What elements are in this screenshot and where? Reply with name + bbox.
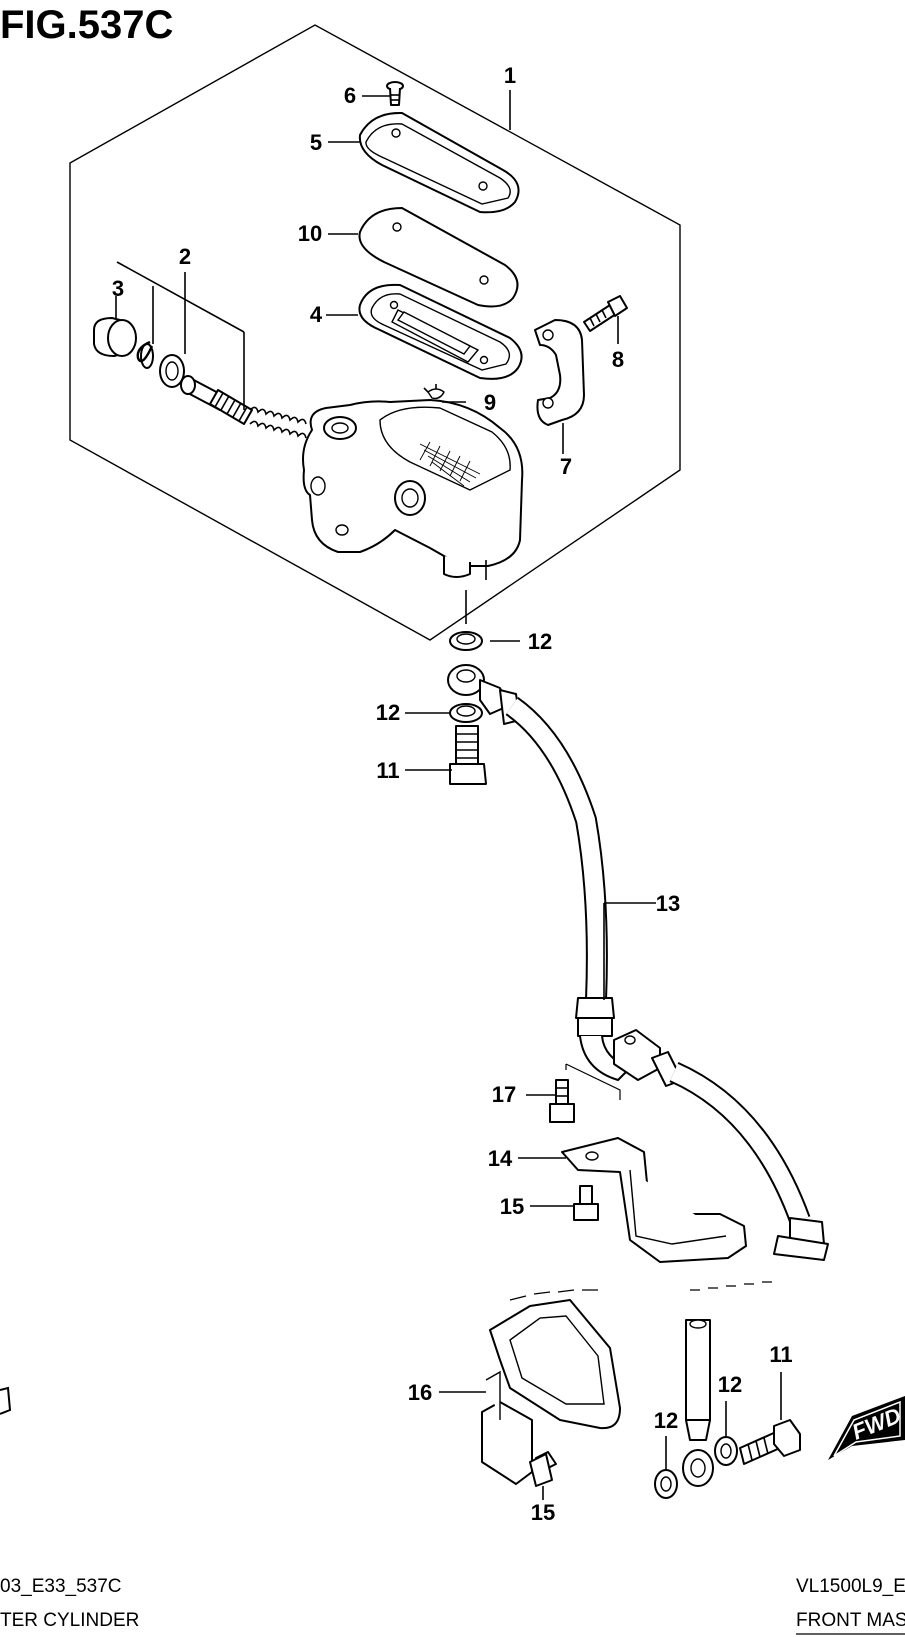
callout-15-upper: 15 <box>500 1194 524 1219</box>
footer-left-code: 03_E33_537C <box>0 1576 122 1597</box>
callout-4: 4 <box>310 302 323 327</box>
union-washer-lower-a-part <box>654 1469 678 1499</box>
footer-right-name: FRONT MAST <box>796 1610 905 1631</box>
reservoir-cap-part <box>358 111 520 214</box>
footer-right-code: VL1500L9_E <box>796 1576 905 1597</box>
joint-bolt-part <box>549 1079 575 1123</box>
leader-lines <box>115 90 782 1500</box>
callout-13: 13 <box>656 891 680 916</box>
callout-9: 9 <box>484 390 496 415</box>
callout-14: 14 <box>488 1146 513 1171</box>
callout-12-left: 12 <box>654 1408 678 1433</box>
reservoir-screw-part <box>386 81 404 106</box>
diaphragm-part <box>358 283 523 380</box>
left-edge-fragment <box>0 1386 12 1415</box>
union-washer-lower-part <box>449 703 483 723</box>
brake-hose-lower-part <box>651 1051 829 1487</box>
circlip-part <box>136 340 154 369</box>
figure-title: FIG.537C <box>0 3 174 47</box>
callout-3: 3 <box>112 276 124 301</box>
callout-1: 1 <box>504 63 516 88</box>
dust-boot-part <box>93 317 137 357</box>
fwd-arrow-icon: FWD <box>828 1396 905 1460</box>
callout-12-upper: 12 <box>528 629 552 654</box>
piston-washer-part <box>159 354 185 388</box>
hose-guide-bracket-part <box>481 1299 621 1485</box>
union-bolt-lower-part <box>739 1419 801 1465</box>
master-cylinder-holder-part <box>534 319 585 426</box>
union-bolt-upper-part <box>449 725 487 785</box>
callout-17: 17 <box>492 1082 516 1107</box>
master-cylinder-body-part <box>302 399 524 580</box>
callout-5: 5 <box>310 130 322 155</box>
brake-hose-upper-part <box>447 664 631 1081</box>
callout-16: 16 <box>408 1380 432 1405</box>
union-washer-lower-b-part <box>714 1436 738 1466</box>
callout-8: 8 <box>612 347 624 372</box>
callout-15-lower: 15 <box>531 1500 555 1525</box>
holder-bolt-part <box>583 295 628 332</box>
clip-part <box>423 384 445 400</box>
callout-7: 7 <box>560 454 572 479</box>
footer-left-name: TER CYLINDER <box>0 1610 139 1631</box>
callout-2: 2 <box>179 244 191 269</box>
callout-11-lower: 11 <box>769 1342 792 1367</box>
bracket-bolt-lower-part <box>529 1451 557 1487</box>
callout-6: 6 <box>344 83 356 108</box>
piston-set-part <box>180 375 307 439</box>
callout-11-upper: 11 <box>376 758 399 783</box>
callout-12-right: 12 <box>718 1372 742 1397</box>
union-washer-upper-part <box>449 631 483 651</box>
hose-clamp-bracket-part <box>561 1137 747 1263</box>
bracket-bolt-upper-part <box>573 1185 599 1221</box>
callout-10: 10 <box>298 221 322 246</box>
assembly-group-outline <box>69 24 681 641</box>
reservoir-plate-part <box>358 207 519 308</box>
callout-12-middle: 12 <box>376 700 400 725</box>
